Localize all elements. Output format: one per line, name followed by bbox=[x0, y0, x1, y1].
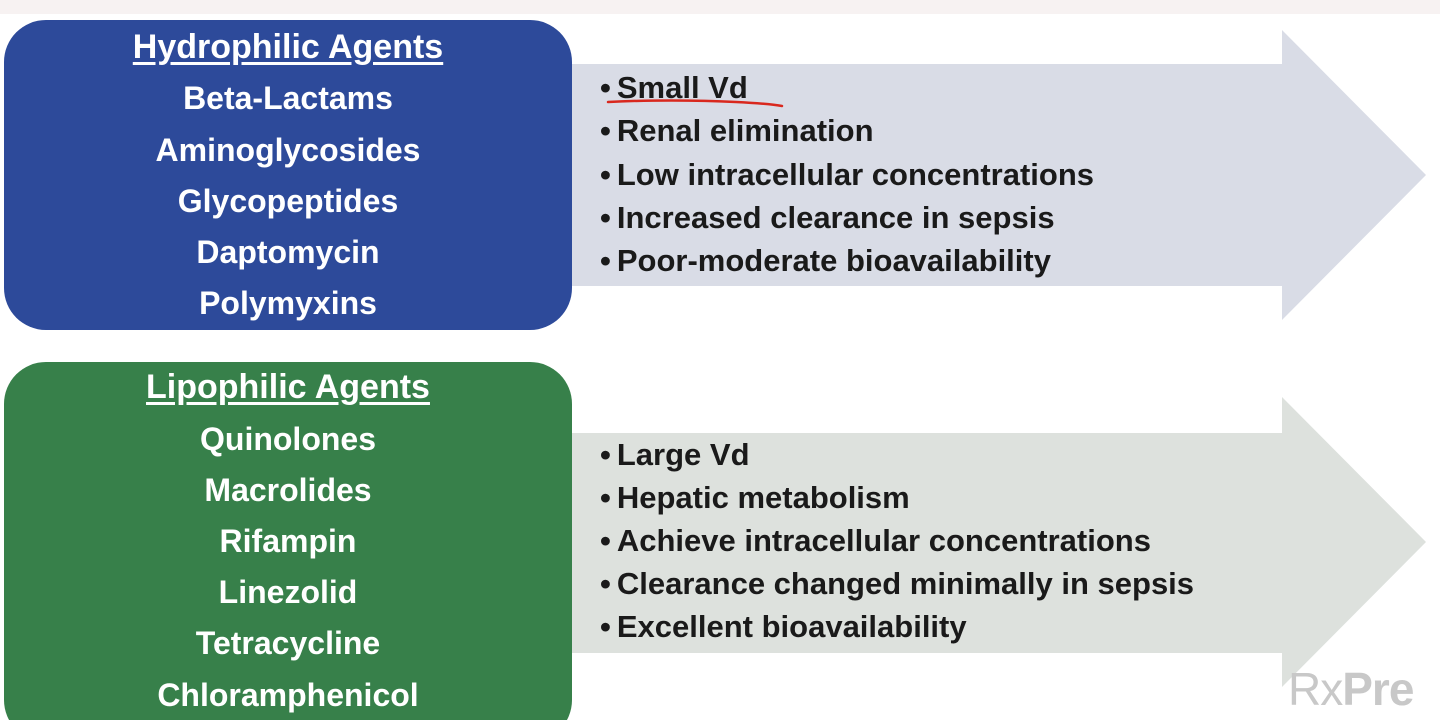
lipophilic-agent: Chloramphenicol bbox=[157, 677, 419, 713]
bullet-glyph: • bbox=[600, 70, 611, 105]
bullet-glyph: • bbox=[600, 609, 611, 644]
top-strip bbox=[0, 0, 1440, 14]
property-item: •Renal elimination bbox=[600, 113, 874, 149]
property-text: Low intracellular concentrations bbox=[616, 157, 1095, 192]
hydrophilic-agent: Daptomycin bbox=[196, 234, 380, 270]
property-text: Hepatic metabolism bbox=[616, 480, 910, 515]
property-item: •Excellent bioavailability bbox=[600, 609, 967, 645]
annotation-underline bbox=[606, 99, 784, 108]
hydrophilic-agent: Polymyxins bbox=[199, 285, 377, 321]
property-text: Achieve intracellular concentrations bbox=[616, 523, 1151, 558]
bullet-glyph: • bbox=[600, 523, 611, 558]
hydrophilic-title: Hydrophilic Agents bbox=[132, 28, 444, 66]
property-text: Large Vd bbox=[616, 437, 750, 472]
property-item: •Low intracellular concentrations bbox=[600, 157, 1094, 193]
lipophilic-agent: Macrolides bbox=[204, 472, 372, 508]
hydrophilic-agent: Glycopeptides bbox=[177, 183, 399, 219]
bullet-glyph: • bbox=[600, 437, 611, 472]
property-item: •Clearance changed minimally in sepsis bbox=[600, 566, 1194, 602]
lipophilic-agents-box: Lipophilic Agents Quinolones Macrolides … bbox=[4, 362, 572, 720]
lipophilic-agent: Quinolones bbox=[200, 421, 376, 457]
lipophilic-agent: Linezolid bbox=[218, 574, 358, 610]
hydrophilic-arrow bbox=[570, 30, 1430, 320]
property-item: •Achieve intracellular concentrations bbox=[600, 523, 1151, 559]
bullet-glyph: • bbox=[600, 200, 611, 235]
watermark-part: Pre bbox=[1342, 663, 1414, 715]
hydrophilic-agent: Beta-Lactams bbox=[183, 80, 393, 116]
watermark-logo: RxPre bbox=[1288, 662, 1414, 716]
bullet-glyph: • bbox=[600, 566, 611, 601]
bullet-glyph: • bbox=[600, 157, 611, 192]
lipophilic-agent: Rifampin bbox=[219, 523, 357, 559]
lipophilic-title: Lipophilic Agents bbox=[146, 368, 430, 406]
property-item: •Large Vd bbox=[600, 437, 750, 473]
bullet-glyph: • bbox=[600, 480, 611, 515]
property-text: Excellent bioavailability bbox=[616, 609, 967, 644]
lipophilic-agent: Tetracycline bbox=[195, 625, 381, 661]
hydrophilic-agents-box: Hydrophilic Agents Beta-Lactams Aminogly… bbox=[4, 20, 572, 330]
watermark-part: Rx bbox=[1288, 663, 1343, 715]
property-text: Poor-moderate bioavailability bbox=[616, 243, 1051, 278]
property-item: •Increased clearance in sepsis bbox=[600, 200, 1055, 236]
property-text: Renal elimination bbox=[616, 113, 874, 148]
property-text: Clearance changed minimally in sepsis bbox=[616, 566, 1195, 601]
property-text: Increased clearance in sepsis bbox=[616, 200, 1055, 235]
property-item: •Hepatic metabolism bbox=[600, 480, 910, 516]
hydrophilic-agent: Aminoglycosides bbox=[155, 132, 421, 168]
property-item: •Poor-moderate bioavailability bbox=[600, 243, 1051, 279]
bullet-glyph: • bbox=[600, 113, 611, 148]
bullet-glyph: • bbox=[600, 243, 611, 278]
lipophilic-arrow bbox=[570, 397, 1430, 687]
